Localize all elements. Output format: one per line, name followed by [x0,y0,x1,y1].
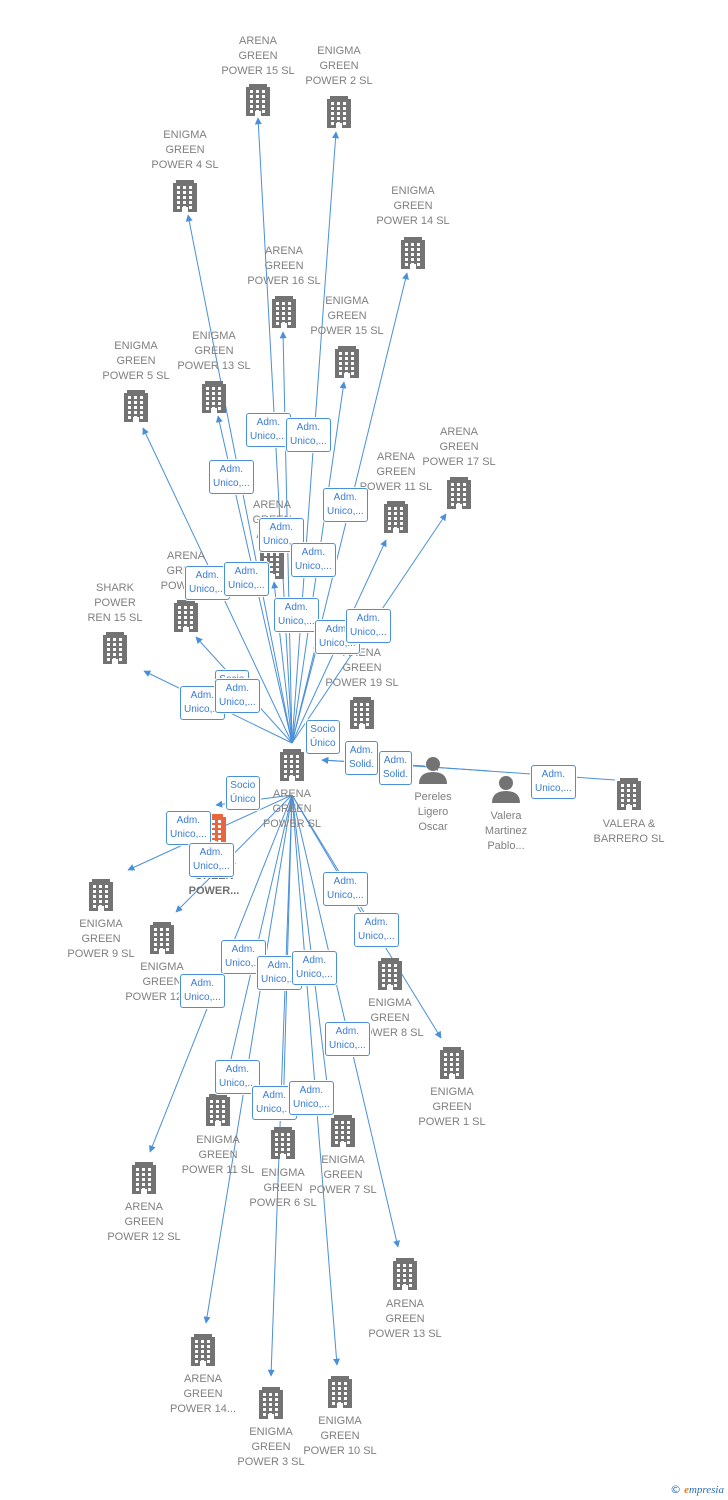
node-label-barrero[interactable]: VALERA & BARRERO SL [593,818,665,845]
edge-role-label[interactable]: Adm. Unico,... [346,609,391,643]
building-icon[interactable] [384,501,408,533]
edge-role-label[interactable]: Adm. Unico,... [166,811,211,845]
node-label-enigma2[interactable]: ENIGMA GREEN POWER 2 SL [305,45,373,87]
edge-role-label[interactable]: Adm. Unico,... [286,418,331,452]
building-icon[interactable] [393,1258,417,1290]
building-icon[interactable] [174,600,198,632]
edge-role-label[interactable]: Adm. Unico,... [531,765,576,799]
edge-role-label[interactable]: Adm. Unico,... [215,1060,260,1094]
edge-role-label[interactable]: Adm. Unico,... [185,566,230,600]
building-icon[interactable] [378,958,402,990]
edge-role-label[interactable]: Adm. Unico,... [354,913,399,947]
node-label-enigma6[interactable]: ENIGMA GREEN POWER 6 SL [249,1167,317,1209]
brand-initial: e [684,1484,689,1496]
edge-arena13 [291,794,400,1248]
edge-arena19 [291,642,320,744]
building-icon[interactable] [246,84,270,116]
center-building-icon[interactable] [280,749,304,781]
edge-role-label[interactable]: Adm. Unico,... [323,872,368,906]
edge-enigma10 [291,794,340,1366]
edge-role-label[interactable]: Socio Único [306,720,340,754]
edge-role-label[interactable]: Adm. Unico,... [274,598,319,632]
empresia-watermark[interactable]: ©empresia [670,1483,724,1496]
building-icon[interactable] [272,296,296,328]
building-icon[interactable] [327,96,351,128]
node-label-enigma4[interactable]: ENIGMA GREEN POWER 4 SL [151,129,219,171]
building-icon[interactable] [271,1127,295,1159]
building-icon[interactable] [335,346,359,378]
edge-role-label[interactable]: Adm. Solid. [379,751,413,785]
node-label-enigma13[interactable]: ENIGMA GREEN POWER 13 SL [177,330,251,372]
node-label-enigma3[interactable]: ENIGMA GREEN POWER 3 SL [237,1426,305,1468]
edge-enigma12 [175,794,293,913]
building-icon[interactable] [103,632,127,664]
node-label-enigma5[interactable]: ENIGMA GREEN POWER 5 SL [102,340,170,382]
edge-arena14 [203,794,293,1324]
node-label-arena14[interactable]: ARENA GREEN POWER 14... [169,1373,237,1415]
building-icon[interactable] [89,879,113,911]
edge-role-label[interactable]: Adm. Unico,... [189,843,234,877]
node-label-enigma14[interactable]: ENIGMA GREEN POWER 14 SL [376,185,450,227]
building-icon[interactable] [331,1115,355,1147]
edge-role-label[interactable]: Adm. Unico,... [325,1022,370,1056]
node-label-arena16[interactable]: ARENA GREEN POWER 16 SL [247,245,321,287]
building-icon[interactable] [447,477,471,509]
building-icon[interactable] [132,1162,156,1194]
node-label-enigma1[interactable]: ENIGMA GREEN POWER 1 SL [418,1086,486,1128]
person-icon[interactable] [419,757,447,784]
node-label-arena13[interactable]: ARENA GREEN POWER 13 SL [368,1298,442,1340]
edge-role-label[interactable]: Adm. Unico,... [246,413,291,447]
building-icon[interactable] [617,778,641,810]
building-icon[interactable] [150,922,174,954]
edge-role-label[interactable]: Adm. Unico,... [180,974,225,1008]
node-label-valera[interactable]: Valera Martinez Pablo... [484,810,528,852]
person-icon[interactable] [492,776,520,803]
edge-role-label[interactable]: Adm. Unico,... [289,1081,334,1115]
edge-enigma3 [267,794,293,1377]
copyright-symbol: © [670,1483,682,1496]
building-icon[interactable] [259,1387,283,1419]
node-label-arena12[interactable]: ARENA GREEN POWER 12 SL [107,1201,181,1243]
node-label-enigma7[interactable]: ENIGMA GREEN POWER 7 SL [309,1154,377,1196]
brand-name: mpresia [688,1484,724,1496]
node-label-enigma9[interactable]: ENIGMA GREEN POWER 9 SL [67,918,135,960]
icons-layer [89,84,641,1419]
building-icon[interactable] [350,697,374,729]
center-node-label[interactable]: ARENA GREEN POWER SL [262,788,322,830]
edge-role-label[interactable]: Adm. Unico,... [292,951,337,985]
edge-role-label[interactable]: Adm. Unico,... [291,543,336,577]
edge-role-label[interactable]: Adm. Unico,... [215,679,260,713]
node-label-arena17[interactable]: ARENA GREEN POWER 17 SL [422,426,496,468]
edge-barrero [431,763,616,781]
edge-role-label[interactable]: Adm. Unico,... [323,488,368,522]
building-icon[interactable] [202,381,226,413]
building-icon[interactable] [206,1094,230,1126]
edge-arena12 [149,794,293,1153]
edge-role-label[interactable]: Adm. Solid. [345,741,379,775]
building-icon[interactable] [401,237,425,269]
node-label-enigma11[interactable]: ENIGMA GREEN POWER 11 SL [181,1134,255,1176]
node-label-pereles[interactable]: Pereles Ligero Oscar [414,791,452,833]
node-label-enigma12[interactable]: ENIGMA GREEN POWER 12 SL [125,961,198,1003]
edge-role-label[interactable]: Socio Único [226,776,260,810]
edge-role-label[interactable]: Adm. Unico,... [224,562,269,596]
node-label-shark[interactable]: SHARK POWER REN 15 SL [87,582,143,624]
node-label-arena15[interactable]: ARENA GREEN POWER 15 SL [221,35,295,77]
building-icon[interactable] [191,1334,215,1366]
node-label-enigma10[interactable]: ENIGMA GREEN POWER 10 SL [303,1415,377,1457]
building-icon[interactable] [440,1047,464,1079]
building-icon[interactable] [124,390,148,422]
edge-role-label[interactable]: Adm. Unico,... [209,460,254,494]
node-label-enigma15[interactable]: ENIGMA GREEN POWER 15 SL [310,295,384,337]
building-icon[interactable] [328,1376,352,1408]
node-label-arena11[interactable]: ARENA GREEN POWER 11 SL [359,451,433,493]
building-icon[interactable] [173,180,197,212]
